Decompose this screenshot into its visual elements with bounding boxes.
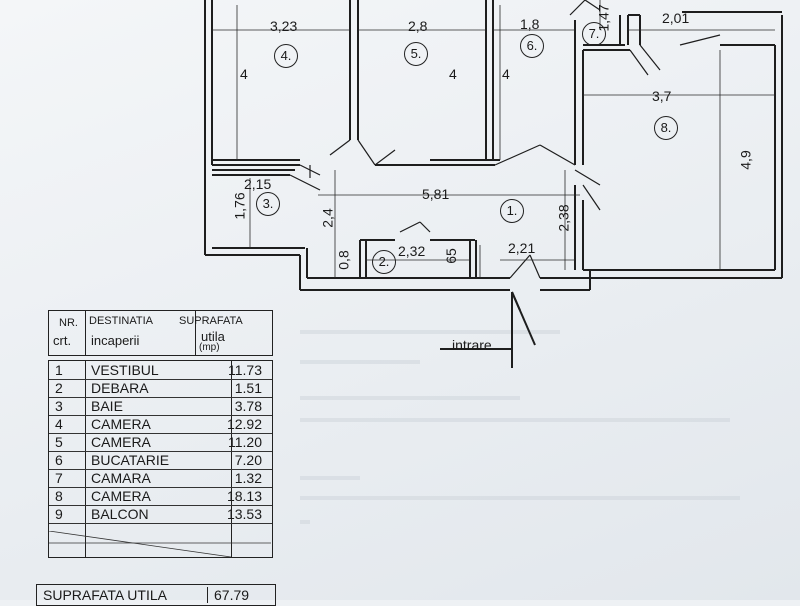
row-number: 4 (55, 416, 63, 432)
column-divider (85, 361, 86, 557)
row-number: 8 (55, 488, 63, 504)
total-area-box: SUPRAFATA UTILA 67.79 (36, 584, 276, 606)
room-name: CAMERA (91, 488, 151, 504)
room-area: 3.78 (234, 398, 262, 414)
dim-label: 2,32 (398, 243, 426, 259)
room-number: 3. (256, 192, 280, 216)
entrance-label: intrare (452, 337, 492, 353)
dim-label: 0,8 (335, 250, 352, 270)
row-number: 3 (55, 398, 63, 414)
row-number: 9 (55, 506, 63, 522)
dim-label: 3,23 (270, 18, 298, 34)
room-number: 2. (372, 250, 396, 274)
room-number: 5. (404, 42, 428, 66)
room-area: 12.92 (226, 416, 262, 432)
total-label: SUPRAFATA UTILA (43, 587, 167, 603)
room-name: BALCON (91, 506, 149, 522)
room-number: 8. (654, 116, 678, 140)
room-area: 11.73 (228, 362, 262, 378)
bleed-through-line (300, 520, 310, 524)
dim-label: 2,4 (319, 208, 336, 228)
dim-label: 2,15 (244, 176, 272, 192)
dim-label: 2,38 (555, 204, 572, 232)
header-destinatia: DESTINATIA (89, 315, 153, 327)
room-name: DEBARA (91, 380, 149, 396)
table-row: 1 VESTIBUL 11.73 (49, 361, 272, 380)
table-row: 3 BAIE 3.78 (49, 397, 272, 416)
header-utila: utila (201, 329, 225, 344)
room-number: 7. (582, 22, 606, 46)
room-name: CAMERA (91, 434, 151, 450)
row-number: 2 (55, 380, 63, 396)
dim-label: 4 (449, 66, 457, 82)
header-suprafata: SUPRAFATA (179, 315, 243, 327)
row-number: 5 (55, 434, 63, 450)
bleed-through-line (300, 360, 420, 364)
table-row: 9 BALCON 13.53 (49, 505, 272, 524)
bleed-through-line (300, 418, 730, 422)
table-row: 5 CAMERA 11.20 (49, 433, 272, 452)
room-name: BAIE (91, 398, 123, 414)
bleed-through-line (300, 330, 560, 334)
dim-label: 3,7 (652, 88, 672, 104)
dim-label: 1,8 (520, 16, 540, 32)
header-nr: NR. (59, 317, 78, 329)
table-row: 7 CAMARA 1.32 (49, 469, 272, 488)
room-table-header: NR. crt. DESTINATIA incaperii SUPRAFATA … (48, 310, 273, 356)
room-name: CAMARA (91, 470, 151, 486)
dim-label: 2,21 (508, 240, 536, 256)
room-name: CAMERA (91, 416, 151, 432)
column-divider (231, 361, 232, 557)
dim-label: 65 (442, 248, 459, 264)
dim-label: 1,76 (231, 192, 248, 220)
floor-plan (204, 0, 783, 310)
blank-rows-cross (49, 531, 271, 557)
row-number: 7 (55, 470, 63, 486)
total-value: 67.79 (207, 587, 249, 603)
dim-label: 2,8 (408, 18, 428, 34)
bleed-through-line (300, 496, 740, 500)
table-row: 8 CAMERA 18.13 (49, 487, 272, 506)
room-number: 1. (500, 199, 524, 223)
room-number: 6. (520, 34, 544, 58)
room-name: BUCATARIE (91, 452, 170, 468)
dim-label: 2,01 (662, 10, 690, 26)
header-incaperii: incaperii (91, 333, 140, 348)
row-number: 6 (55, 452, 63, 468)
room-name: VESTIBUL (91, 362, 159, 378)
header-mp: (mp) (199, 342, 220, 353)
dim-label: 4 (240, 66, 248, 82)
room-area: 1.32 (234, 470, 262, 486)
dim-label: 4 (502, 66, 510, 82)
room-area: 11.20 (228, 434, 262, 450)
table-row: 2 DEBARA 1.51 (49, 379, 272, 398)
header-crt: crt. (53, 333, 72, 348)
bleed-through-line (300, 396, 520, 400)
room-area: 7.20 (234, 452, 262, 468)
table-row: 4 CAMERA 12.92 (49, 415, 272, 434)
room-area: 18.13 (226, 488, 262, 504)
room-area: 13.53 (226, 506, 262, 522)
bleed-through-line (300, 476, 360, 480)
header-col-nr: NR. crt. (49, 311, 86, 355)
dim-label: 4,9 (737, 150, 754, 170)
dim-label: 5,81 (422, 186, 450, 202)
room-number: 4. (274, 44, 298, 68)
room-area: 1.51 (234, 380, 262, 396)
row-number: 1 (55, 362, 63, 378)
header-col-destinatia: DESTINATIA incaperii (85, 311, 196, 355)
table-row: 6 BUCATARIE 7.20 (49, 451, 272, 470)
